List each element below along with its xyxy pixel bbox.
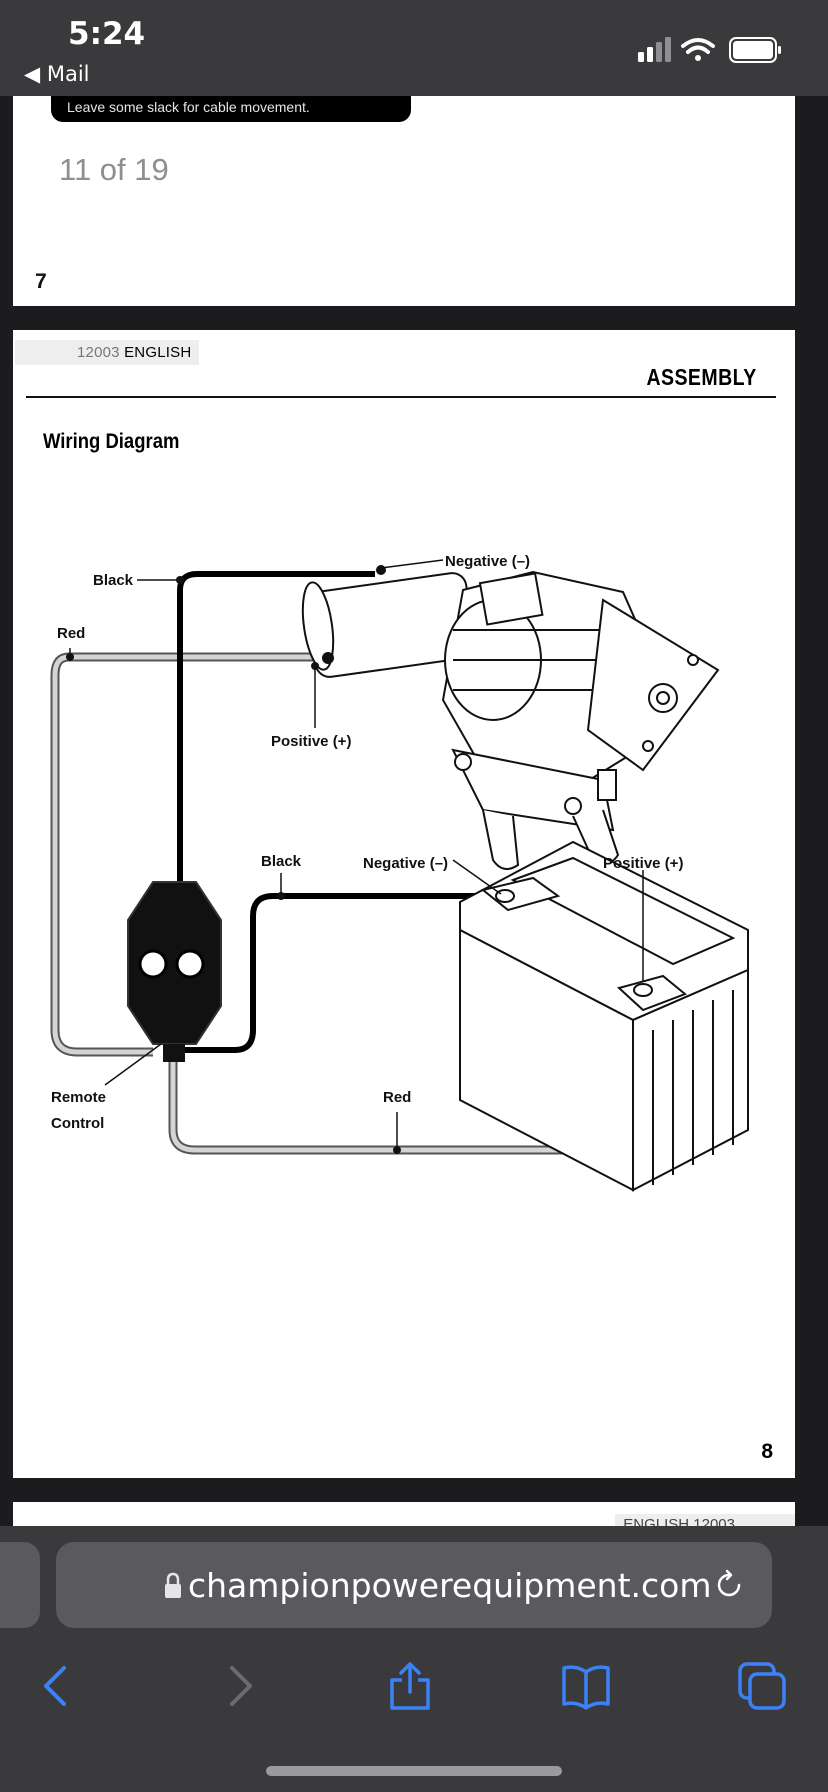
status-bar: 5:24 ◀ Mail: [0, 0, 828, 96]
battery-icon: [729, 37, 781, 63]
label-red-left: Red: [57, 625, 85, 642]
home-indicator[interactable]: [266, 1766, 562, 1776]
pdf-viewer[interactable]: Leave some slack for cable movement. 11 …: [0, 96, 828, 1535]
address-bar[interactable]: championpowerequipment.com: [56, 1542, 772, 1628]
back-chevron-icon[interactable]: [32, 1660, 84, 1712]
previous-tab-stub[interactable]: [0, 1542, 40, 1628]
wifi-icon: [681, 38, 715, 61]
page-counter: 11 of 19: [59, 152, 169, 187]
url-text: championpowerequipment.com: [188, 1566, 712, 1605]
label-positive-motor: Positive (+): [271, 733, 351, 750]
label-remote-line2: Control: [51, 1115, 104, 1132]
remote-button-right: [175, 949, 205, 979]
diagram-title: Wiring Diagram: [43, 430, 180, 453]
wiring-diagram: Black Red Negative (–) Positive (+) Blac…: [50, 553, 749, 1192]
reload-icon[interactable]: [712, 1568, 746, 1602]
tooltip-note: Leave some slack for cable movement.: [51, 96, 411, 122]
black-wire-battery: [183, 893, 503, 1053]
forward-chevron-icon[interactable]: [212, 1660, 264, 1712]
label-remote-line1: Remote: [51, 1089, 106, 1106]
label-black-top: Black: [93, 572, 134, 589]
language-label: ENGLISH: [124, 344, 192, 361]
status-time: 5:24: [68, 16, 146, 52]
lock-icon: [165, 1572, 181, 1598]
remote-button-left: [138, 949, 168, 979]
label-negative-battery: Negative (–): [363, 855, 448, 872]
page-number: 8: [761, 1440, 773, 1463]
pdf-page-8: 12003 ENGLISH ASSEMBLY Wiring Diagram: [13, 330, 795, 1478]
label-negative-motor: Negative (–): [445, 553, 530, 570]
manual-header-tag: 12003 ENGLISH: [15, 340, 200, 365]
remote-control-illustration: [127, 881, 222, 1062]
bookmarks-book-icon[interactable]: [560, 1660, 612, 1712]
pdf-page-7: Leave some slack for cable movement. 11 …: [13, 96, 795, 306]
section-title: ASSEMBLY: [646, 364, 757, 390]
page-number: 7: [35, 270, 47, 293]
model-number: 12003: [77, 344, 120, 361]
status-icons: [638, 37, 781, 63]
signal-icon: [638, 37, 671, 62]
header-rule: [26, 396, 776, 398]
browser-toolbar: championpowerequipment.com: [0, 1526, 828, 1792]
back-to-mail-link[interactable]: ◀ Mail: [24, 62, 90, 86]
battery-illustration: [459, 840, 749, 1192]
label-black-mid: Black: [261, 853, 302, 870]
tabs-icon[interactable]: [736, 1660, 788, 1712]
winch-illustration: [301, 565, 720, 870]
black-wire-motor: [177, 571, 375, 890]
share-icon[interactable]: [384, 1660, 436, 1712]
label-positive-battery: Positive (+): [603, 855, 683, 872]
label-red-bottom: Red: [383, 1089, 411, 1106]
